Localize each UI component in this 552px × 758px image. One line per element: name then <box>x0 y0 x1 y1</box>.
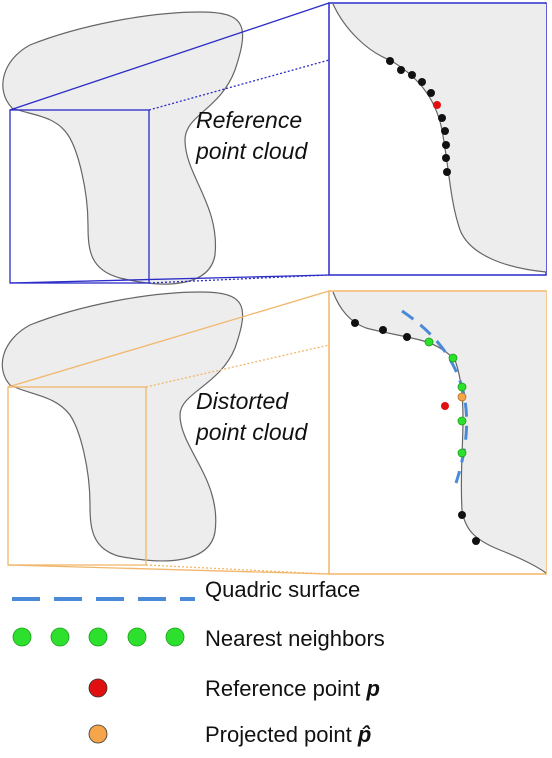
distorted-connector-bottom <box>7 564 330 575</box>
nearest-neighbor-point <box>457 416 467 426</box>
reference-cloud-point <box>442 141 450 149</box>
distorted-cloud-point <box>379 326 387 334</box>
nearest-neighbor-point <box>448 353 458 363</box>
reference-cloud-point <box>438 114 446 122</box>
legend-reference-point-label: Reference point p <box>205 676 380 702</box>
reference-label-line2: point cloud <box>196 138 308 164</box>
reference-cloud-point <box>441 127 449 135</box>
reference-highlight-point <box>433 101 441 109</box>
reference-cloud-points <box>386 57 451 176</box>
legend-reference-point-text: Reference point <box>205 676 367 701</box>
distorted-zoom-surface <box>333 292 546 573</box>
legend-projected-point-label: Projected point p̂ <box>205 722 371 748</box>
distorted-shape <box>1 291 244 562</box>
distorted-label-line2: point cloud <box>196 419 308 445</box>
reference-cloud-point <box>442 154 450 162</box>
legend-projected-point-swatch <box>88 724 108 744</box>
legend-reference-point-swatch <box>88 678 108 698</box>
legend-nearest-neighbor-dot <box>50 627 70 647</box>
nearest-neighbor-point <box>457 448 467 458</box>
legend-nearest-neighbor-dot <box>12 627 32 647</box>
distorted-cloud-points <box>351 319 480 545</box>
distorted-connector-dotted-top <box>145 344 330 388</box>
legend-nearest-neighbor-dot <box>165 627 185 647</box>
legend-projected-point-symbol: p̂ <box>357 722 372 747</box>
reference-label-line1: Reference <box>196 107 303 133</box>
legend-reference-point-symbol: p <box>366 676 380 701</box>
legend-nearest-neighbors-label: Nearest neighbors <box>205 626 385 651</box>
legend-quadric-label: Quadric surface <box>205 577 361 602</box>
reference-zoom-box <box>9 109 150 284</box>
legend-nearest-neighbors-swatch <box>12 627 185 647</box>
distorted-cloud-point <box>472 537 480 545</box>
distorted-connector-dotted-bottom <box>145 564 330 575</box>
nearest-neighbor-point <box>457 382 467 392</box>
reference-connector-dotted-top <box>148 59 330 111</box>
reference-shape <box>2 11 244 285</box>
distorted-cloud-point <box>403 333 411 341</box>
nearest-neighbor-point <box>424 337 434 347</box>
distorted-label-line1: Distorted <box>196 388 289 414</box>
reference-point-p <box>441 402 449 410</box>
reference-cloud-point <box>427 89 435 97</box>
reference-cloud-point <box>386 57 394 65</box>
distorted-cloud-point <box>351 319 359 327</box>
reference-cloud-point <box>418 78 426 86</box>
distorted-zoom-box <box>7 386 147 566</box>
projected-point-p-hat <box>457 392 467 402</box>
reference-cloud-point <box>397 66 405 74</box>
distorted-label: Distorted point cloud <box>196 386 307 448</box>
reference-cloud-point <box>408 71 416 79</box>
legend-projected-point-text: Projected point <box>205 722 358 747</box>
reference-zoom-surface <box>333 4 546 272</box>
reference-label: Reference point cloud <box>196 105 307 167</box>
distorted-cloud-point <box>458 511 466 519</box>
reference-connector-bottom <box>9 274 330 284</box>
reference-connector-top <box>9 2 330 111</box>
legend-nearest-neighbor-dot <box>88 627 108 647</box>
legend-nearest-neighbor-dot <box>127 627 147 647</box>
reference-cloud-point <box>443 168 451 176</box>
distorted-connector-top <box>7 290 330 388</box>
